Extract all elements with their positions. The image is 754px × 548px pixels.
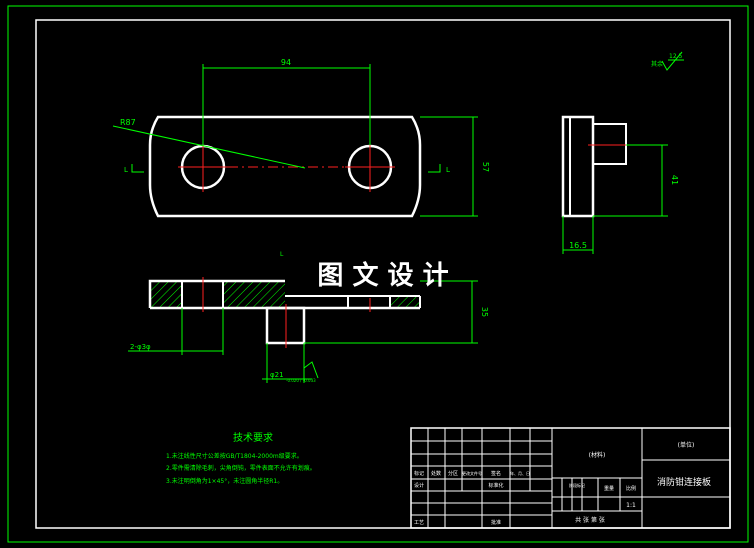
scale-label: 比例 (626, 485, 636, 492)
section-mark-left: L (124, 166, 128, 174)
section-mark-right: L (446, 166, 450, 174)
sign-label: 签名 (491, 470, 501, 477)
inner-frame (35, 19, 731, 529)
date-label: 年、月、日 (510, 470, 530, 476)
dim-side-width: 16.5 (569, 241, 587, 250)
stage-label: 阶段标记 (569, 482, 585, 488)
outer-frame (7, 5, 749, 543)
dim-shaft-tolerance: -0.020 / -0.033 (286, 378, 316, 383)
tech-title: 技术要求 (233, 431, 273, 444)
design-label: 设计 (414, 482, 424, 489)
tech-item-2: 2.零件需清除毛刺，尖角倒钝，零件表面不允许有划痕。 (166, 464, 316, 472)
front-view: 94 R87 57 L L (112, 58, 490, 218)
craft-label: 工艺 (414, 520, 424, 526)
dim-hole-spacing: 94 (281, 58, 291, 67)
mark-label: 标记 (414, 470, 424, 477)
std-label: 标准化 (488, 482, 503, 489)
change-label: 更改文件号 (462, 470, 482, 476)
dim-height-right: 57 (481, 162, 490, 172)
title-block: (材料) (单位) 消防钳连接板 重量 比例 1:1 共 张 第 张 标记 处数… (410, 427, 731, 529)
weight-label: 重量 (604, 485, 614, 492)
material-label: (材料) (589, 451, 606, 459)
dim-holes: 2-φ3φ (130, 343, 151, 351)
surface-finish-symbol: 其余 12.5 L (280, 51, 684, 258)
side-view: 41 16.5 (561, 115, 679, 254)
dim-section-height: 35 (480, 307, 489, 317)
small-mark: L (280, 251, 284, 258)
zone-label: 分区 (448, 470, 458, 477)
tech-item-3: 3.未注明倒角为1×45°，未注圆角半径R1。 (166, 477, 283, 485)
scale-value: 1:1 (626, 502, 636, 509)
roughness-rest-label: 其余 (651, 60, 663, 68)
part-name: 消防钳连接板 (657, 476, 711, 488)
dim-side-height: 41 (670, 175, 679, 185)
count-label: 处数 (431, 470, 441, 477)
tech-item-1: 1.未注线性尺寸公差按GB/T1804-2000m级要求。 (166, 452, 303, 460)
section-view: 35 2-φ3φ φ21 -0.020 / -0.033 (128, 277, 489, 383)
approve-label: 批准 (491, 519, 501, 526)
dim-radius: R87 (120, 118, 136, 127)
watermark: 图 文 设 计 (317, 260, 448, 291)
tech-requirements: 技术要求 1.未注线性尺寸公差按GB/T1804-2000m级要求。 2.零件需… (166, 431, 316, 485)
dim-shaft: φ21 (270, 371, 284, 379)
company-label: (单位) (678, 441, 695, 449)
roughness-value: 12.5 (669, 53, 683, 60)
sheets-label: 共 张 第 张 (575, 516, 605, 524)
